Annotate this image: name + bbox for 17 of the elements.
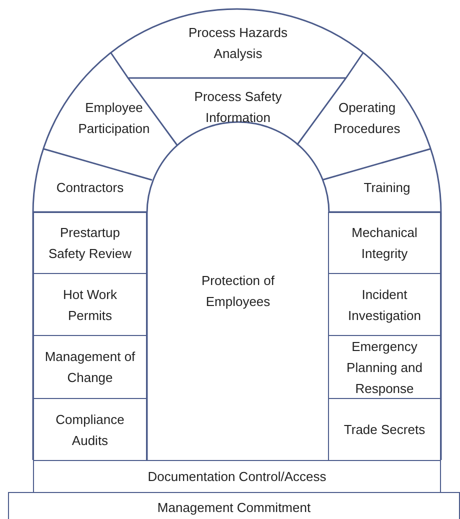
base-bar: Management Commitment (8, 492, 460, 519)
pillar-block: Management of Change (33, 335, 147, 399)
arch-segment-label: Employee Participation (68, 95, 160, 141)
arch-segment-label: Training (345, 175, 429, 199)
pillar-block: Hot Work Permits (33, 273, 147, 336)
arch-segment-label: Process Hazards Analysis (165, 20, 311, 66)
pillar-block: Mechanical Integrity (328, 212, 441, 274)
center-label: Protection of Employees (200, 272, 276, 311)
arch-segment-label: Operating Procedures (322, 95, 412, 141)
pillar-block: Emergency Planning and Response (328, 335, 441, 399)
pillar-block: Compliance Audits (33, 398, 147, 461)
pillar-block: Prestartup Safety Review (33, 212, 147, 274)
pillar-block: Trade Secrets (328, 398, 441, 461)
base-bar: Documentation Control/Access (33, 460, 441, 493)
pillar-block: Incident Investigation (328, 273, 441, 336)
arch-segment-label: Contractors (44, 175, 136, 199)
arch-segment-label: Process Safety Information (175, 84, 301, 130)
